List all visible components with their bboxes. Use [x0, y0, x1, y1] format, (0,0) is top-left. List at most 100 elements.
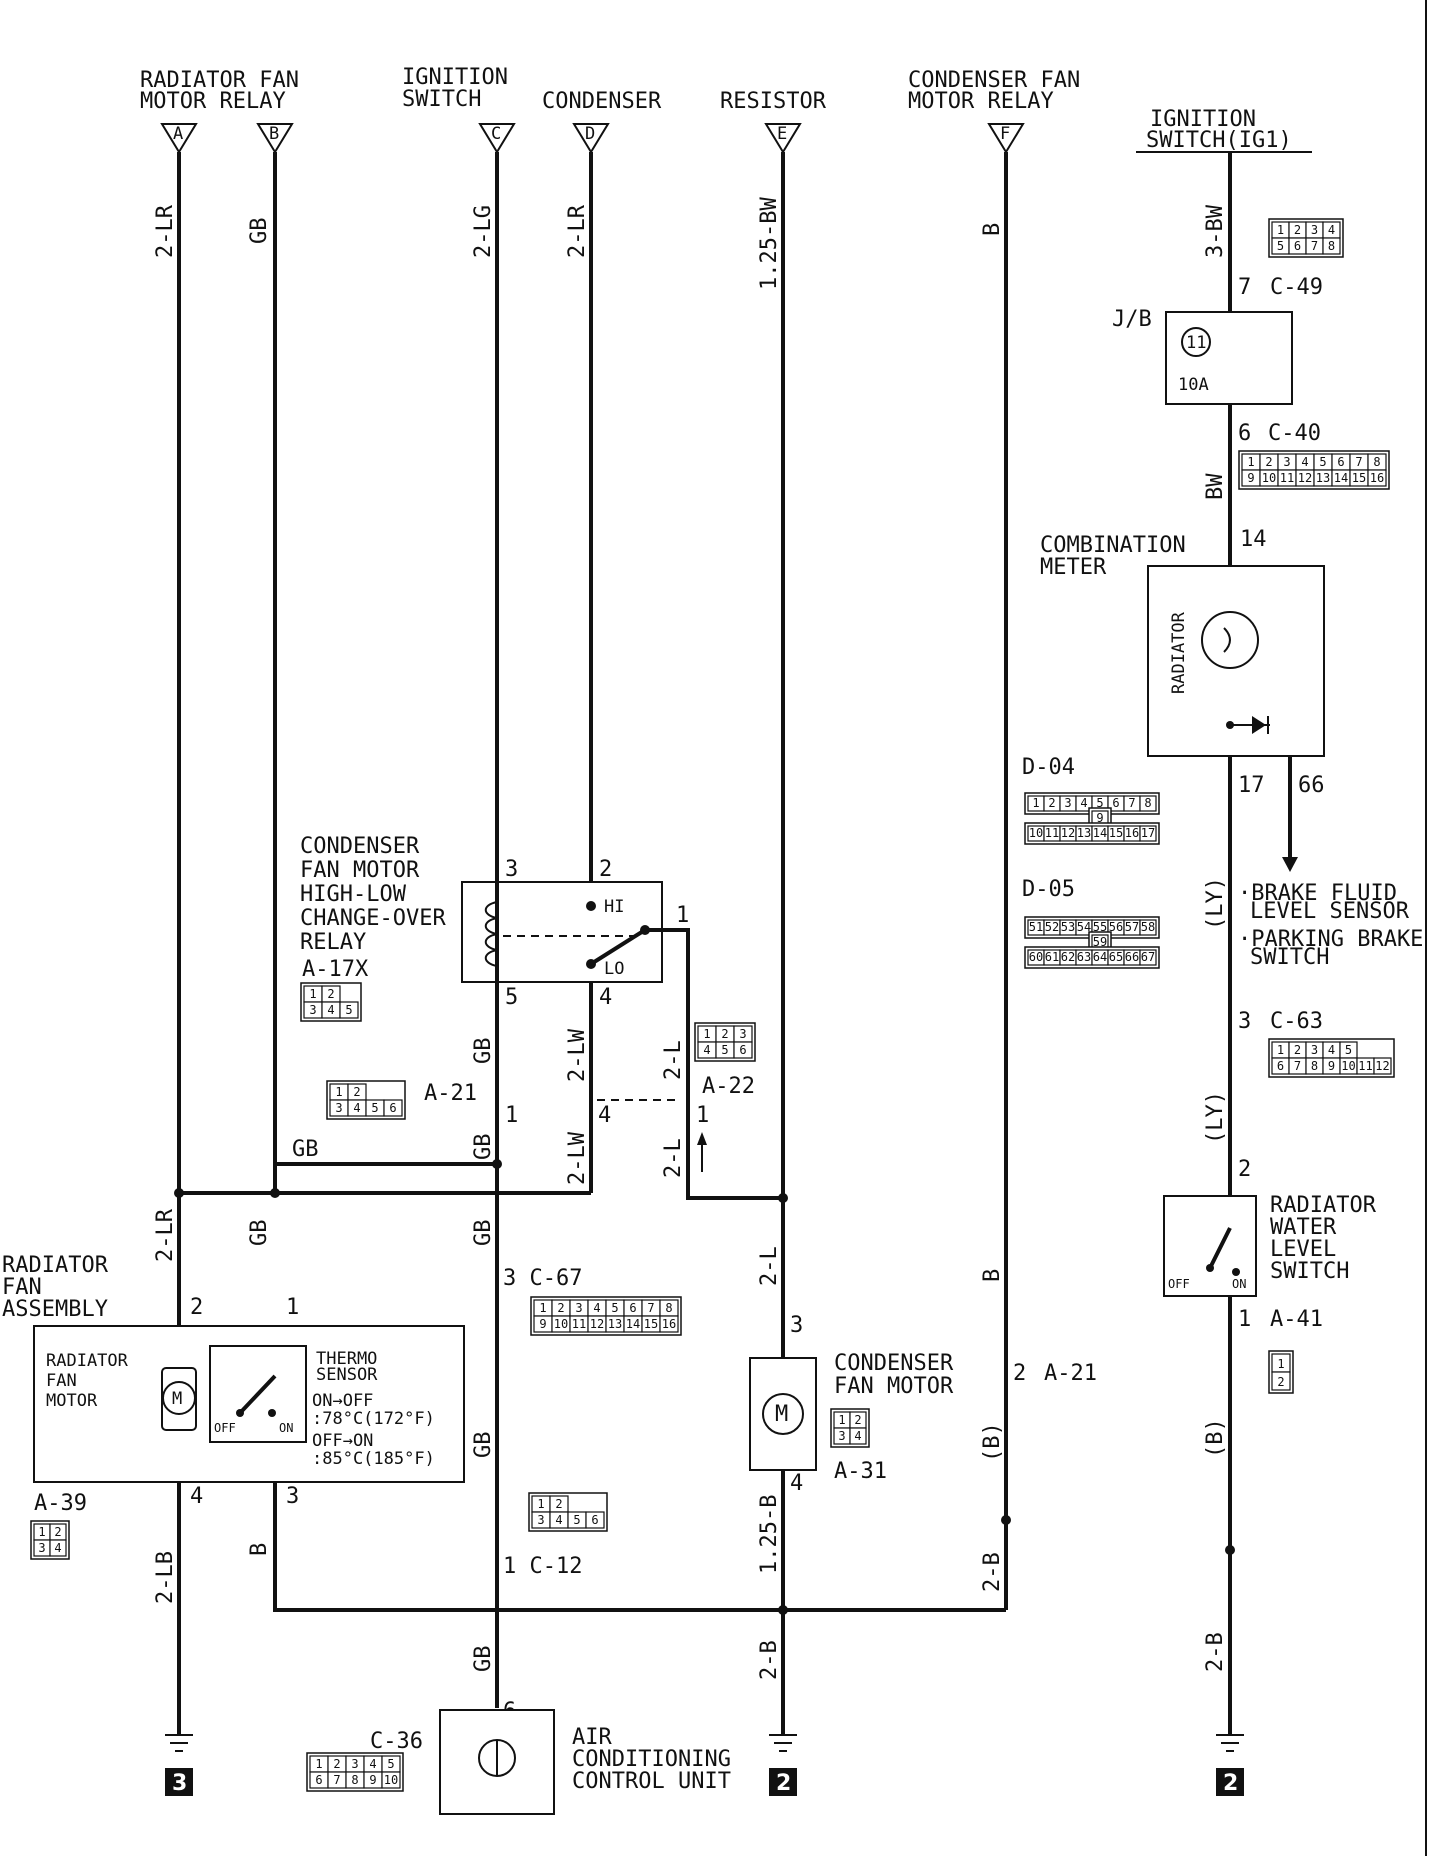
wlabel-2l-low: 2-L [661, 1138, 686, 1178]
parking-brake-2: SWITCH [1250, 945, 1329, 970]
ground-badge-2a: 2 [769, 1768, 797, 1796]
connector-cell-label: 66 [1125, 950, 1139, 964]
cfan-motor-icon [762, 1393, 804, 1435]
connector-cell-label: 11 [1045, 826, 1059, 840]
wlabel-a-mid: 2-LR [153, 1208, 178, 1262]
pin-a21-4: 4 [598, 1103, 611, 1128]
connector-cell-label: 13 [608, 1317, 622, 1331]
triangle-d-letter: D [585, 124, 595, 144]
wlabel-b-top: GB [247, 218, 272, 245]
wlabel-c-gb: GB [471, 1134, 496, 1161]
relay-hi-label: HI [604, 897, 624, 917]
acu-label-3: CONTROL UNIT [572, 1769, 731, 1794]
connector-cell-label: 2 [721, 1027, 728, 1041]
connector-cell-label: 2 [353, 1085, 360, 1099]
fan-assembly-label-2: FAN [2, 1275, 42, 1300]
connector-cell-label: 54 [1077, 920, 1091, 934]
thermo-label-1: THERMO [316, 1349, 377, 1369]
meter-gauge-label: RADIATOR [1169, 611, 1189, 694]
ground-badge-2b: 2 [1216, 1768, 1244, 1796]
fan-assembly-label-1: RADIATOR [2, 1253, 109, 1278]
water-switch-on-label: ON [1232, 1277, 1246, 1291]
connector-cell-label: 8 [351, 1773, 358, 1787]
connector-cell-label: 1 [838, 1413, 845, 1427]
fan-assembly-label-3: ASSEMBLY [2, 1297, 108, 1322]
connector-cell-label: 7 [1355, 455, 1362, 469]
connector-cell-label: 9 [1328, 1059, 1335, 1073]
wlabel-ig1-ly2: (LY) [1203, 1091, 1228, 1144]
connector-cell-label: 11 [1280, 471, 1294, 485]
acu-label-1: AIR [572, 1725, 612, 1750]
meter-label-2: METER [1040, 555, 1107, 580]
relay-label-3: HIGH-LOW [300, 882, 407, 907]
wlabel-e-bottom: 2-B [757, 1640, 782, 1680]
connector-cell-label: 53 [1061, 920, 1075, 934]
connector-cell-label: 5 [371, 1101, 378, 1115]
connector-cell-label: 61 [1045, 950, 1059, 964]
dot-ig1-junction [1225, 1545, 1235, 1555]
connector-cell-label: 1 [703, 1027, 710, 1041]
relay-pin-2: 2 [599, 857, 612, 882]
acu-label-2: CONDITIONING [572, 1747, 731, 1772]
connector-cell-label: 4 [353, 1101, 360, 1115]
connector-cell-label: 10 [1029, 826, 1043, 840]
connector-cell-label: 1 [38, 1525, 45, 1539]
connector-cell [849, 1427, 867, 1445]
connector-cell-label: 4 [327, 1003, 334, 1017]
brake-fluid-2: LEVEL SENSOR [1250, 899, 1410, 924]
connector-cell-label: 6 [739, 1043, 746, 1057]
connector-cell-label: 14 [1093, 826, 1107, 840]
connector-cell-label: 2 [557, 1301, 564, 1315]
wlabel-f-top: B [980, 223, 1005, 236]
wlabel-c-mid: GB [471, 1038, 496, 1065]
label-ignition-ig1-1: IGNITION [1150, 107, 1256, 132]
connector-cell-label: 3 [1064, 796, 1071, 810]
relay-pin-5: 5 [505, 985, 518, 1010]
relay-lo-label: LO [604, 959, 624, 979]
right-column: J/B 11 10A 7 C-49 6 C-40 COMBINATION MET… [1022, 275, 1423, 1332]
connector-cell-label: 7 [1311, 239, 1318, 253]
parking-brake-1: ·PARKING BRAKE [1238, 927, 1423, 952]
conn-a21-right: A-21 [1044, 1361, 1097, 1386]
ground-badge-2a-text: 2 [776, 1771, 791, 1796]
label-condenser-fan-relay-2: MOTOR RELAY [908, 89, 1054, 114]
connector-cell-label: 8 [1373, 455, 1380, 469]
wire-2l [672, 928, 783, 1200]
connector-cell-label: 4 [1328, 1043, 1335, 1057]
connector-cell-label: 5 [1277, 239, 1284, 253]
pin-66: 66 [1298, 773, 1325, 798]
connector-cell-label: 5 [1345, 1043, 1352, 1057]
triangle-b-letter: B [269, 124, 279, 144]
connector-cell-label: 3 [1311, 1043, 1318, 1057]
connector-cell-label: 10 [554, 1317, 568, 1331]
connector-cell [733, 1041, 753, 1059]
connector-cell-label: 3 [575, 1301, 582, 1315]
connector-cell-label: 14 [1334, 471, 1348, 485]
connector-cell-label: 6 [1294, 239, 1301, 253]
conn-c49: C-49 [1270, 275, 1323, 300]
thermo-spec-2: :78°C(172°F) [312, 1409, 435, 1429]
wlabel-c-mid2: GB [471, 1220, 496, 1247]
triangle-b [256, 123, 294, 154]
connector-cell-label: 3 [335, 1101, 342, 1115]
label-ignition-ig1-2: SWITCH(IG1) [1146, 128, 1292, 153]
meter-diode [1252, 716, 1266, 734]
triangle-f [987, 123, 1025, 154]
middle-pins: 1 4 1 A-21 A-22 3 C-67 1 C-12 6 [424, 1074, 755, 1724]
connector-cell-label: 5 [1319, 455, 1326, 469]
connector-cell-label: 9 [539, 1317, 546, 1331]
dot-f-junction [1001, 1515, 1011, 1525]
wire-b-return [273, 1470, 1006, 1612]
connector-cell-label: 63 [1077, 950, 1091, 964]
connector-cell-label: 13 [1316, 471, 1330, 485]
ground-badge-2b-text: 2 [1223, 1771, 1238, 1796]
connector-cell-label: 5 [721, 1043, 728, 1057]
